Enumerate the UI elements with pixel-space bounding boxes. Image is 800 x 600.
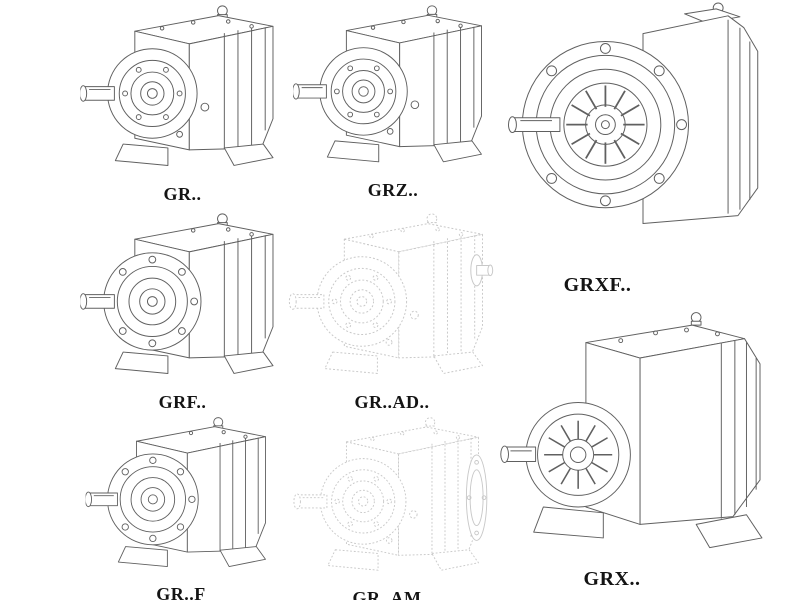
- figure-gr-f: GR..F: [82, 414, 280, 600]
- input-adapter-shaft: [470, 254, 494, 287]
- gear-reducer-drawing-grx: [496, 300, 788, 566]
- motor-flange-adapter: [465, 454, 488, 541]
- figure-grxf: GRXF..: [490, 0, 795, 297]
- figure-gr-ad: GR..AD..: [286, 210, 498, 413]
- figure-label-grf: GRF..: [158, 392, 207, 412]
- figure-label-gr-f: GR..F: [156, 584, 206, 600]
- figure-grz: GRZ..: [293, 2, 493, 201]
- figure-label-grxf: GRXF..: [563, 274, 632, 296]
- figure-gr: GR..: [80, 2, 285, 205]
- gear-reducer-drawing-grxf: [493, 0, 793, 272]
- gear-reducer-drawing-gr-am: [289, 414, 488, 586]
- figure-label-grz: GRZ..: [367, 180, 419, 200]
- figure-gr-am: GR..AM..: [286, 414, 498, 600]
- figure-label-gr-am: GR..AM..: [352, 588, 432, 600]
- figure-grx: GRX..: [492, 300, 792, 591]
- figure-grf: GRF..: [80, 210, 285, 413]
- gear-reducer-drawing-grf: [80, 210, 285, 390]
- gear-reducer-drawing-gr-f: [83, 414, 279, 582]
- gear-reducer-drawing-gr-ad: [286, 210, 494, 390]
- gear-reducer-drawing-grz: [293, 2, 493, 178]
- figure-label-grx: GRX..: [583, 568, 641, 590]
- gear-reducer-drawing-gr: [80, 2, 285, 182]
- figure-label-gr-ad: GR..AD..: [354, 392, 430, 412]
- figure-label-gr: GR..: [163, 184, 202, 204]
